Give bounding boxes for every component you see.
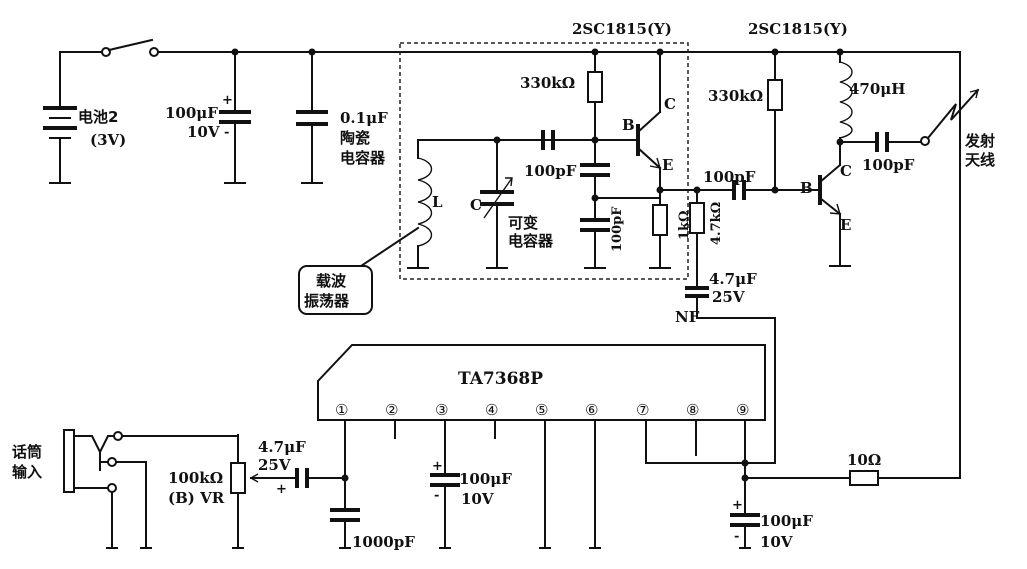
capacitor-100uf-value: 100μF <box>165 104 218 122</box>
capacitor-100uf-voltage: 10V <box>187 123 220 141</box>
transmit-antenna: 发射 天线 <box>920 88 995 169</box>
coil-l-label: L <box>432 193 443 211</box>
oscillator-callout: 载波 振荡器 <box>298 226 420 315</box>
inductor-470uh: 470μH <box>836 48 905 146</box>
vr-name-label: (B) VR <box>168 489 225 507</box>
q1-c-label: C <box>664 95 676 113</box>
vr-value-label: 100kΩ <box>168 469 223 487</box>
resistor-330k-q2: 330kΩ <box>708 48 783 194</box>
pin-2-label: ② <box>385 401 398 419</box>
pin-9-label: ⑨ <box>736 401 749 419</box>
battery-label: 电池2 <box>78 108 118 126</box>
resistor-330k-q1: 330kΩ <box>520 48 603 141</box>
q1-e-label: E <box>662 156 673 174</box>
resistor-10-ohm: 10Ω <box>744 451 881 486</box>
pin-7-label: ⑦ <box>636 401 649 419</box>
resistor-330k-1-label: 330kΩ <box>520 74 575 92</box>
capacitor-100uf-pin3-value: 100μF <box>459 470 512 488</box>
minus-sign: - <box>224 125 229 140</box>
capacitor-0-1uf-ceramic: 0.1μF 陶瓷 电容器 <box>296 48 388 184</box>
transistor-q2: 2SC1815(Y) C B E <box>748 20 852 267</box>
capacitor-4-7uf-in-voltage: 25V <box>258 456 291 474</box>
pin-4-label: ④ <box>485 401 498 419</box>
variable-cap-label-2: 电容器 <box>508 232 554 250</box>
capacitor-4-7uf-in-label: 4.7μF <box>258 438 306 456</box>
resistor-330k-2-label: 330kΩ <box>708 87 763 105</box>
minus-sign-pin3: - <box>434 488 439 503</box>
ic-ta7368p: TA7368P ① ② ③ ④ ⑤ ⑥ ⑦ ⑧ ⑨ <box>317 344 766 421</box>
capacitor-1000pf-label: 1000pF <box>352 533 415 551</box>
capacitor-100uf-supply: 100μF 10V + - <box>165 48 251 184</box>
oscillator-label-1: 载波 <box>316 272 347 290</box>
pin-5-label: ⑤ <box>535 401 548 419</box>
capacitor-0-1uf-value: 0.1μF <box>340 109 388 127</box>
feedback-capacitors: 100pF 100pF <box>524 139 661 269</box>
transistor-q1: 2SC1815(Y) C B E <box>572 20 676 191</box>
q1-type-label: 2SC1815(Y) <box>572 20 672 38</box>
mic-label-1: 话筒 <box>12 443 42 461</box>
input-coupling: 4.7μF 25V + 1000pF <box>250 438 415 551</box>
capacitor-100pf-c-label: 100pF <box>610 206 625 252</box>
variable-cap-label-1: 可变 <box>508 214 538 232</box>
oscillator-tank: L C 可变 电容器 <box>407 130 596 269</box>
power-switch <box>101 38 159 57</box>
ceramic-label-1: 陶瓷 <box>340 129 370 147</box>
volume-potentiometer: 100kΩ (B) VR <box>168 434 246 549</box>
pin-6-label: ⑥ <box>585 401 598 419</box>
ic-pin-wiring <box>344 419 749 549</box>
capacitor-100pf-b-label: 100pF <box>703 168 756 186</box>
top-power-rail <box>59 51 961 479</box>
q2-type-label: 2SC1815(Y) <box>748 20 848 38</box>
capacitor-100uf-pin9: 100μF 10V + - <box>730 477 813 551</box>
q2-b-label: B <box>800 179 813 197</box>
ceramic-label-2: 电容器 <box>340 149 386 167</box>
variable-cap-c-label: C <box>470 196 482 214</box>
battery-2: 电池2 (3V) <box>43 106 126 184</box>
mic-label-2: 输入 <box>12 463 42 481</box>
feedback-network: 4.7kΩ 4.7μF 25V NF <box>675 189 776 464</box>
plus-sign-pin9: + <box>732 498 743 513</box>
oscillator-boundary <box>399 42 689 280</box>
oscillator-label-2: 振荡器 <box>304 292 350 310</box>
nf-label: NF <box>675 308 700 326</box>
capacitor-100uf-pin3-voltage: 10V <box>461 490 494 508</box>
capacitor-100pf-output-label: 100pF <box>862 156 915 174</box>
q1-b-label: B <box>622 116 635 134</box>
pin-3-label: ③ <box>435 401 448 419</box>
battery-voltage-label: (3V) <box>90 131 126 149</box>
resistor-4-7k-label: 4.7kΩ <box>709 202 724 245</box>
antenna-label-2: 天线 <box>965 151 995 169</box>
microphone-jack: 话筒 输入 <box>12 429 239 549</box>
capacitor-100pf-a-label: 100pF <box>524 162 577 180</box>
pin-1-label: ① <box>335 401 348 419</box>
resistor-10-label: 10Ω <box>847 451 881 469</box>
capacitor-100uf-pin9-voltage: 10V <box>760 533 793 551</box>
capacitor-100pf-output: 100pF <box>839 132 922 174</box>
ic-name-label: TA7368P <box>458 369 543 389</box>
resistor-1k-label: 1kΩ <box>677 210 692 240</box>
pin-8-label: ⑧ <box>686 401 699 419</box>
plus-sign-pin3: + <box>432 459 443 474</box>
resistor-1k: 1kΩ <box>649 186 692 269</box>
capacitor-4-7uf-voltage: 25V <box>712 288 745 306</box>
capacitor-100uf-pin3: 100μF 10V + - <box>430 459 512 549</box>
capacitor-100uf-pin9-value: 100μF <box>760 512 813 530</box>
plus-sign: + <box>222 93 233 108</box>
capacitor-4-7uf-label: 4.7μF <box>709 270 757 288</box>
minus-sign-pin9: - <box>734 529 739 544</box>
capacitor-100pf-coupling: 100pF <box>696 168 821 200</box>
inductor-470uh-label: 470μH <box>849 80 905 98</box>
q2-c-label: C <box>840 162 852 180</box>
antenna-label-1: 发射 <box>964 132 995 150</box>
plus-sign-input: + <box>276 482 287 497</box>
q2-e-label: E <box>840 216 851 234</box>
